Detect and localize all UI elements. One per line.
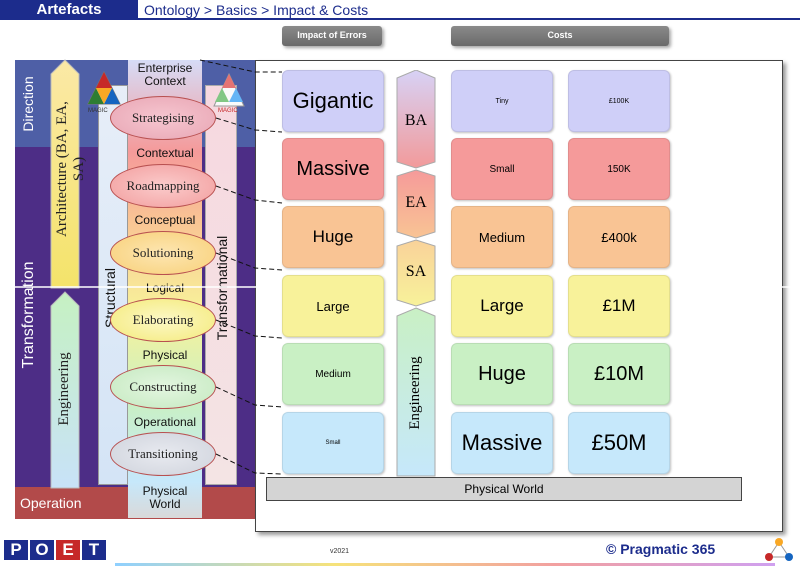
impact-cell: Gigantic — [282, 70, 384, 132]
money-cell: £1M — [568, 275, 670, 337]
transformational-bar — [205, 85, 237, 485]
cost-cell: Medium — [451, 206, 553, 268]
impact-cell: Medium — [282, 343, 384, 405]
footer-gradient-line — [115, 563, 775, 566]
architecture-arrow — [50, 59, 80, 289]
impact-column-header: Impact of Errors — [282, 26, 382, 46]
money-cell: £50M — [568, 412, 670, 474]
money-cell: 150K — [568, 138, 670, 200]
cost-cell: Massive — [451, 412, 553, 474]
magic-pyramid-icon — [87, 70, 121, 105]
level-enterprise-context: Enterprise Context — [137, 61, 193, 88]
level-conceptual: Conceptual — [134, 213, 196, 227]
activity-transitioning[interactable]: Transitioning — [110, 432, 216, 476]
impact-cell: Massive — [282, 138, 384, 200]
magic-label-left: MAGIC — [88, 108, 108, 114]
level-physical-world: Physical World — [142, 484, 188, 511]
ea-label: EA — [405, 194, 427, 211]
activity-constructing[interactable]: Constructing — [110, 365, 216, 409]
level-operational: Operational — [133, 415, 197, 429]
version-label: v2021 — [330, 548, 350, 555]
section-title: Artefacts — [0, 0, 138, 20]
magic-label-right: MAGIC — [218, 108, 238, 114]
impact-cell: Huge — [282, 206, 384, 268]
money-cell: £100K — [568, 70, 670, 132]
copyright-label: © Pragmatic 365 — [606, 541, 716, 557]
money-cell: £10M — [568, 343, 670, 405]
activity-elaborating[interactable]: Elaborating — [110, 298, 216, 342]
cost-cell: Small — [451, 138, 553, 200]
impact-cell: Small — [282, 412, 384, 474]
logo-letter: O — [30, 540, 54, 560]
ba-label: BA — [404, 112, 428, 129]
magic-pyramid-icon-right — [213, 72, 245, 107]
engineering-middle-label: Engineering — [407, 356, 423, 430]
structural-bar — [98, 85, 128, 485]
operation-label: Operation — [20, 495, 82, 511]
sa-label: SA — [405, 263, 427, 280]
level-contextual: Contextual — [136, 146, 194, 160]
level-logical: Logical — [145, 281, 185, 295]
breadcrumb[interactable]: Ontology > Basics > Impact & Costs — [138, 0, 800, 20]
activity-solutioning[interactable]: Solutioning — [110, 231, 216, 275]
poet-logo: P O E T — [4, 540, 106, 560]
costs-column-header: Costs — [451, 26, 669, 46]
logo-letter: E — [56, 540, 80, 560]
level-physical: Physical — [142, 348, 188, 362]
middle-arrows — [396, 70, 436, 477]
activity-roadmapping[interactable]: Roadmapping — [110, 164, 216, 208]
cost-cell: Huge — [451, 343, 553, 405]
physical-world-bar: Physical World — [266, 477, 742, 501]
cost-cell: Tiny — [451, 70, 553, 132]
pragmatic-logo-icon — [765, 538, 793, 561]
money-cell: £400k — [568, 206, 670, 268]
logo-letter: P — [4, 540, 28, 560]
activity-strategising[interactable]: Strategising — [110, 96, 216, 140]
engineering-arrow-left — [50, 291, 80, 489]
logo-letter: T — [82, 540, 106, 560]
impact-cell: Large — [282, 275, 384, 337]
cost-cell: Large — [451, 275, 553, 337]
